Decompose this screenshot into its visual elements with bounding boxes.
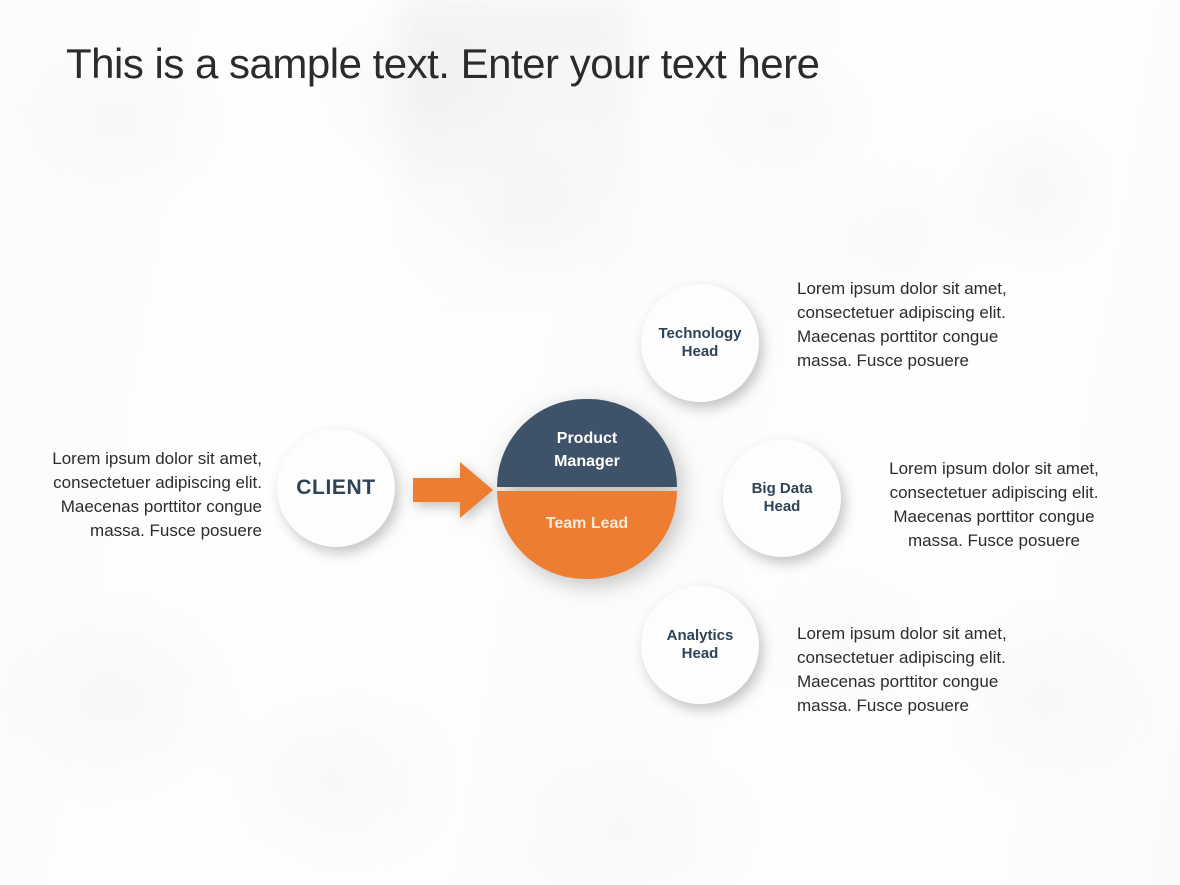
node-center-bottom-half[interactable]: Team Lead (497, 491, 677, 579)
node-technology-head-label-line1: Technology (658, 324, 742, 342)
description-left: Lorem ipsum dolor sit amet, consectetuer… (52, 449, 262, 541)
node-analytics-head-label-line2: Head (681, 645, 719, 662)
node-center-bottom-label: Team Lead (545, 514, 629, 532)
node-center-top-label-line2: Manager (554, 453, 620, 470)
node-big-data-head-label-line1: Big Data (751, 479, 813, 497)
node-big-data-head-label-line2: Head (763, 498, 801, 515)
node-client-label: CLIENT (296, 476, 376, 500)
description-big-data-head: Lorem ipsum dolor sit amet, consectetuer… (889, 459, 1099, 551)
right-arrow-icon (411, 459, 495, 521)
node-center-top-label-line1: Product (556, 429, 618, 447)
node-analytics-head[interactable]: Analytics Head (641, 586, 759, 704)
node-analytics-head-label: Analytics Head (667, 627, 734, 664)
node-center-top-label: Product Manager (554, 413, 620, 473)
background-highlight (400, 0, 630, 300)
node-big-data-head[interactable]: Big Data Head (723, 439, 841, 557)
node-technology-head-label: Technology Head (658, 325, 741, 362)
node-big-data-head-label: Big Data Head (752, 480, 813, 517)
page-title: This is a sample text. Enter your text h… (66, 40, 820, 87)
description-analytics-head: Lorem ipsum dolor sit amet, consectetuer… (797, 624, 1007, 716)
node-analytics-head-label-line1: Analytics (666, 626, 734, 644)
node-center-top-half[interactable]: Product Manager (497, 399, 677, 487)
node-technology-head[interactable]: Technology Head (641, 284, 759, 402)
node-product-manager-team-lead[interactable]: Product Manager Team Lead (497, 399, 677, 579)
node-client[interactable]: CLIENT (277, 429, 395, 547)
description-technology-head: Lorem ipsum dolor sit amet, consectetuer… (797, 279, 1007, 371)
node-technology-head-label-line2: Head (681, 343, 719, 360)
